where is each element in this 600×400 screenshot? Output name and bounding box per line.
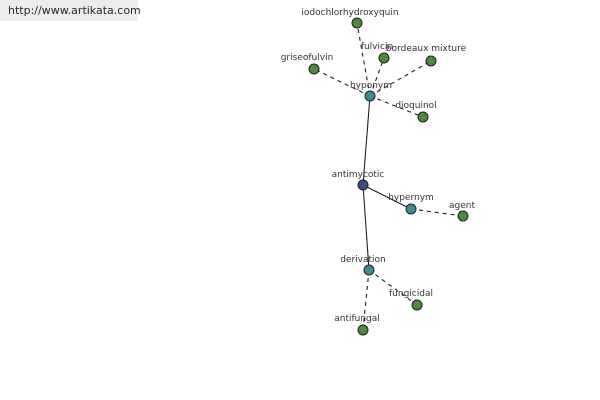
node-label-antimycotic[interactable]: antimycotic [332,170,385,180]
node-label-fungicidal[interactable]: fungicidal [389,289,433,299]
node-hypernym[interactable] [405,203,417,215]
edge-antimycotic-hypernym [362,184,412,210]
node-label-hypernym[interactable]: hypernym [388,193,434,203]
node-label-hyponym[interactable]: hyponym [350,81,392,91]
node-iodochlorhydroxyquin[interactable] [351,17,363,29]
edge-hyponym-bordeaux-mixture [369,60,432,97]
node-label-agent[interactable]: agent [449,201,475,211]
node-label-antifungal[interactable]: antifungal [334,314,380,324]
node-antifungal[interactable] [357,324,369,336]
labels-layer: antimycotic hyponym hypernym derivation iodo… [281,8,476,324]
edge-antimycotic-derivation [362,184,370,271]
node-griseofulvin[interactable] [308,63,320,75]
edge-derivation-fungicidal [368,269,418,306]
node-label-griseofulvin[interactable]: griseofulvin [281,53,334,63]
node-label-dioquinol[interactable]: dioquinol [395,101,436,111]
node-label-derivation[interactable]: derivation [340,255,386,265]
node-fulvicin[interactable] [378,52,390,64]
node-label-bordeaux-mixture[interactable]: bordeaux mixture [386,44,467,54]
watermark-url: http://www.artikata.com [8,4,141,17]
edge-derivation-antifungal [362,269,370,331]
node-label-fulvicin[interactable]: fulvicin [361,42,393,52]
node-fungicidal[interactable] [411,299,423,311]
node-derivation[interactable] [363,264,375,276]
watermark-bar: http://www.artikata.com [0,0,141,21]
edges-layer [313,22,464,331]
node-antimycotic[interactable] [357,179,369,191]
edge-hyponym-dioquinol [369,95,424,118]
node-label-iodochlorhydroxyquin[interactable]: iodochlorhydroxyquin [301,8,398,18]
node-hyponym[interactable] [364,90,376,102]
node-agent[interactable] [457,210,469,222]
node-dioquinol[interactable] [417,111,429,123]
edge-hyponym-griseofulvin [313,68,371,97]
node-bordeaux-mixture[interactable] [425,55,437,67]
edge-hypernym-agent [410,208,464,217]
nodes-layer [308,17,469,336]
edge-antimycotic-hyponym [362,95,371,186]
edge-hyponym-fulvicin [369,57,385,97]
